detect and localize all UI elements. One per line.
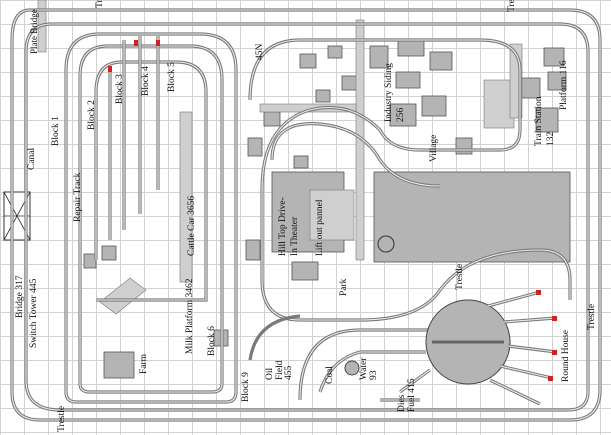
label-platform: Platform 116: [559, 60, 569, 110]
label-block-2: Block 2: [87, 100, 97, 130]
label-switch-tower: Switch Tower 445: [29, 278, 39, 348]
label-park: Park: [339, 278, 349, 296]
label-trestle-top-left: Trestle: [95, 0, 106, 8]
label-45n: 45N: [255, 43, 265, 60]
label-trestle-bottom-left: Trestle: [57, 405, 67, 432]
label-block-3: Block 3: [115, 74, 125, 104]
small-building-2: [327, 45, 343, 59]
lift-out-area: [373, 171, 571, 263]
label-repair-track: Repair Track: [73, 172, 83, 222]
industry-building-4: [395, 71, 421, 89]
farm-lot: [99, 277, 147, 315]
small-building-4: [315, 89, 331, 103]
label-hilltop-theater: Hill Top Drive-In Theater: [278, 197, 300, 256]
left-loop-inner: [78, 44, 224, 394]
block6-shed: [245, 239, 261, 261]
label-water: Water 93: [359, 357, 379, 380]
theater-parking: [309, 189, 355, 241]
stall-signal-3: [552, 350, 557, 355]
label-farm: Farm: [139, 353, 149, 374]
label-industry: Industry Siding 256: [384, 63, 406, 122]
connector-track: [248, 314, 301, 361]
small-building-6: [247, 137, 263, 157]
water-tower: [344, 360, 360, 376]
theater-screen-circle: [377, 235, 395, 253]
tower-shed: [101, 245, 117, 261]
label-canal: Canal: [27, 147, 37, 170]
small-building-5: [263, 111, 281, 127]
label-block-5: Block 5: [167, 62, 177, 92]
label-coal: Coal: [325, 366, 335, 384]
label-block-4: Block 4: [141, 66, 151, 96]
industry-building-1: [369, 45, 389, 69]
village-building-1: [389, 103, 417, 127]
label-trestle-right: Trestle: [587, 303, 597, 330]
label-dies-fuel: Dies Fuel 415: [397, 378, 417, 412]
signal-block-3: [108, 66, 112, 72]
label-oil-field: Oil Field 455: [265, 360, 294, 380]
label-lift-out: Lift out pannel: [315, 199, 325, 256]
repair-shed: [83, 253, 97, 269]
label-block-9: Block 9: [241, 372, 251, 402]
small-building-1: [299, 53, 317, 69]
label-round-house: Round House: [561, 330, 571, 382]
stall-signal-1: [536, 290, 541, 295]
label-block-1: Block 1: [51, 116, 61, 146]
label-bridge: Bridge 317: [15, 275, 25, 318]
label-trestle-top-right: Trestle: [507, 0, 518, 12]
station-platform: [483, 79, 515, 129]
station-building-4: [535, 107, 559, 133]
signal-block-5: [156, 40, 160, 46]
station-building-2: [543, 47, 565, 67]
stall-signal-4: [548, 376, 553, 381]
station-building-3: [547, 71, 567, 91]
signal-block-4: [134, 40, 138, 46]
label-trestle-mid: Trestle: [455, 263, 465, 290]
small-building-3: [341, 75, 359, 91]
label-block-6: Block 6: [207, 326, 217, 356]
theater-booth: [293, 155, 309, 169]
label-cattle-car: Cattle Car 3656: [187, 195, 197, 256]
label-train-station: Train Station 132: [534, 96, 556, 146]
label-plate-bridge: Plate Bridge: [29, 9, 39, 54]
cattle-platform: [179, 111, 193, 283]
village-building-2: [421, 95, 447, 117]
park-building: [291, 261, 319, 281]
stall-signal-2: [552, 316, 557, 321]
label-village: Village: [429, 134, 439, 162]
industry-building-3: [429, 51, 453, 71]
label-milk-platform: Milk Platform 3462: [185, 278, 195, 354]
farm-building: [103, 351, 135, 379]
